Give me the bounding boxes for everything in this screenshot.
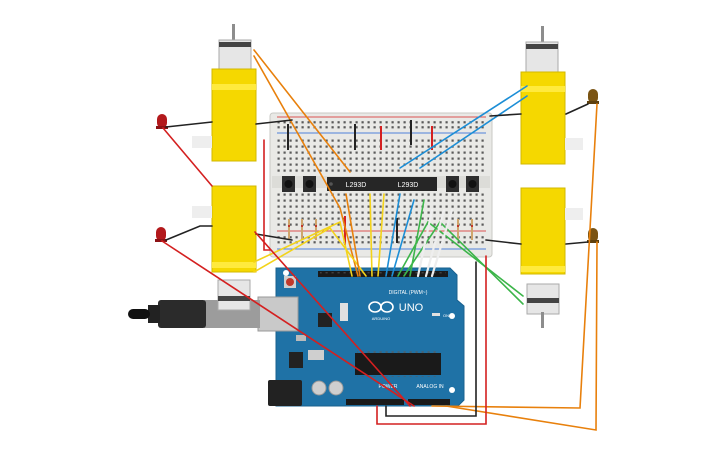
wires bbox=[161, 49, 598, 431]
led-left-top-red bbox=[156, 114, 168, 129]
motor-front-right bbox=[520, 26, 583, 165]
board-model-label: UNO bbox=[399, 302, 424, 314]
motor-rear-left bbox=[192, 185, 257, 311]
push-button-right[interactable] bbox=[446, 176, 459, 192]
on-label: ON bbox=[443, 313, 449, 318]
led-left-bottom-red bbox=[155, 227, 167, 242]
brand-label: ARDUINO bbox=[372, 316, 390, 321]
power-header-label: POWER bbox=[379, 384, 398, 390]
motor-front-left bbox=[192, 24, 257, 162]
reset-button[interactable] bbox=[284, 276, 296, 288]
chip-l293d-right: L293D bbox=[379, 177, 437, 191]
chip-label: L293D bbox=[346, 182, 367, 189]
chip-label: L293D bbox=[398, 182, 419, 189]
led-right-top-brown bbox=[587, 89, 599, 104]
push-button-right-2[interactable] bbox=[466, 176, 479, 192]
digital-pins-label: DIGITAL (PWM~) bbox=[389, 290, 428, 296]
push-button-left-2[interactable] bbox=[303, 176, 316, 192]
push-button-left[interactable] bbox=[282, 176, 295, 192]
arduino-infinity-logo bbox=[368, 301, 394, 313]
arduino-uno-board: DIGITAL (PWM~) UNO ARDUINO ON bbox=[257, 267, 465, 407]
motor-rear-right bbox=[520, 187, 583, 328]
chip-l293d-left: L293D bbox=[327, 177, 385, 191]
breadboard-jumpers bbox=[287, 120, 433, 245]
power-jack[interactable] bbox=[268, 380, 302, 406]
analog-header-label: ANALOG IN bbox=[416, 384, 444, 390]
